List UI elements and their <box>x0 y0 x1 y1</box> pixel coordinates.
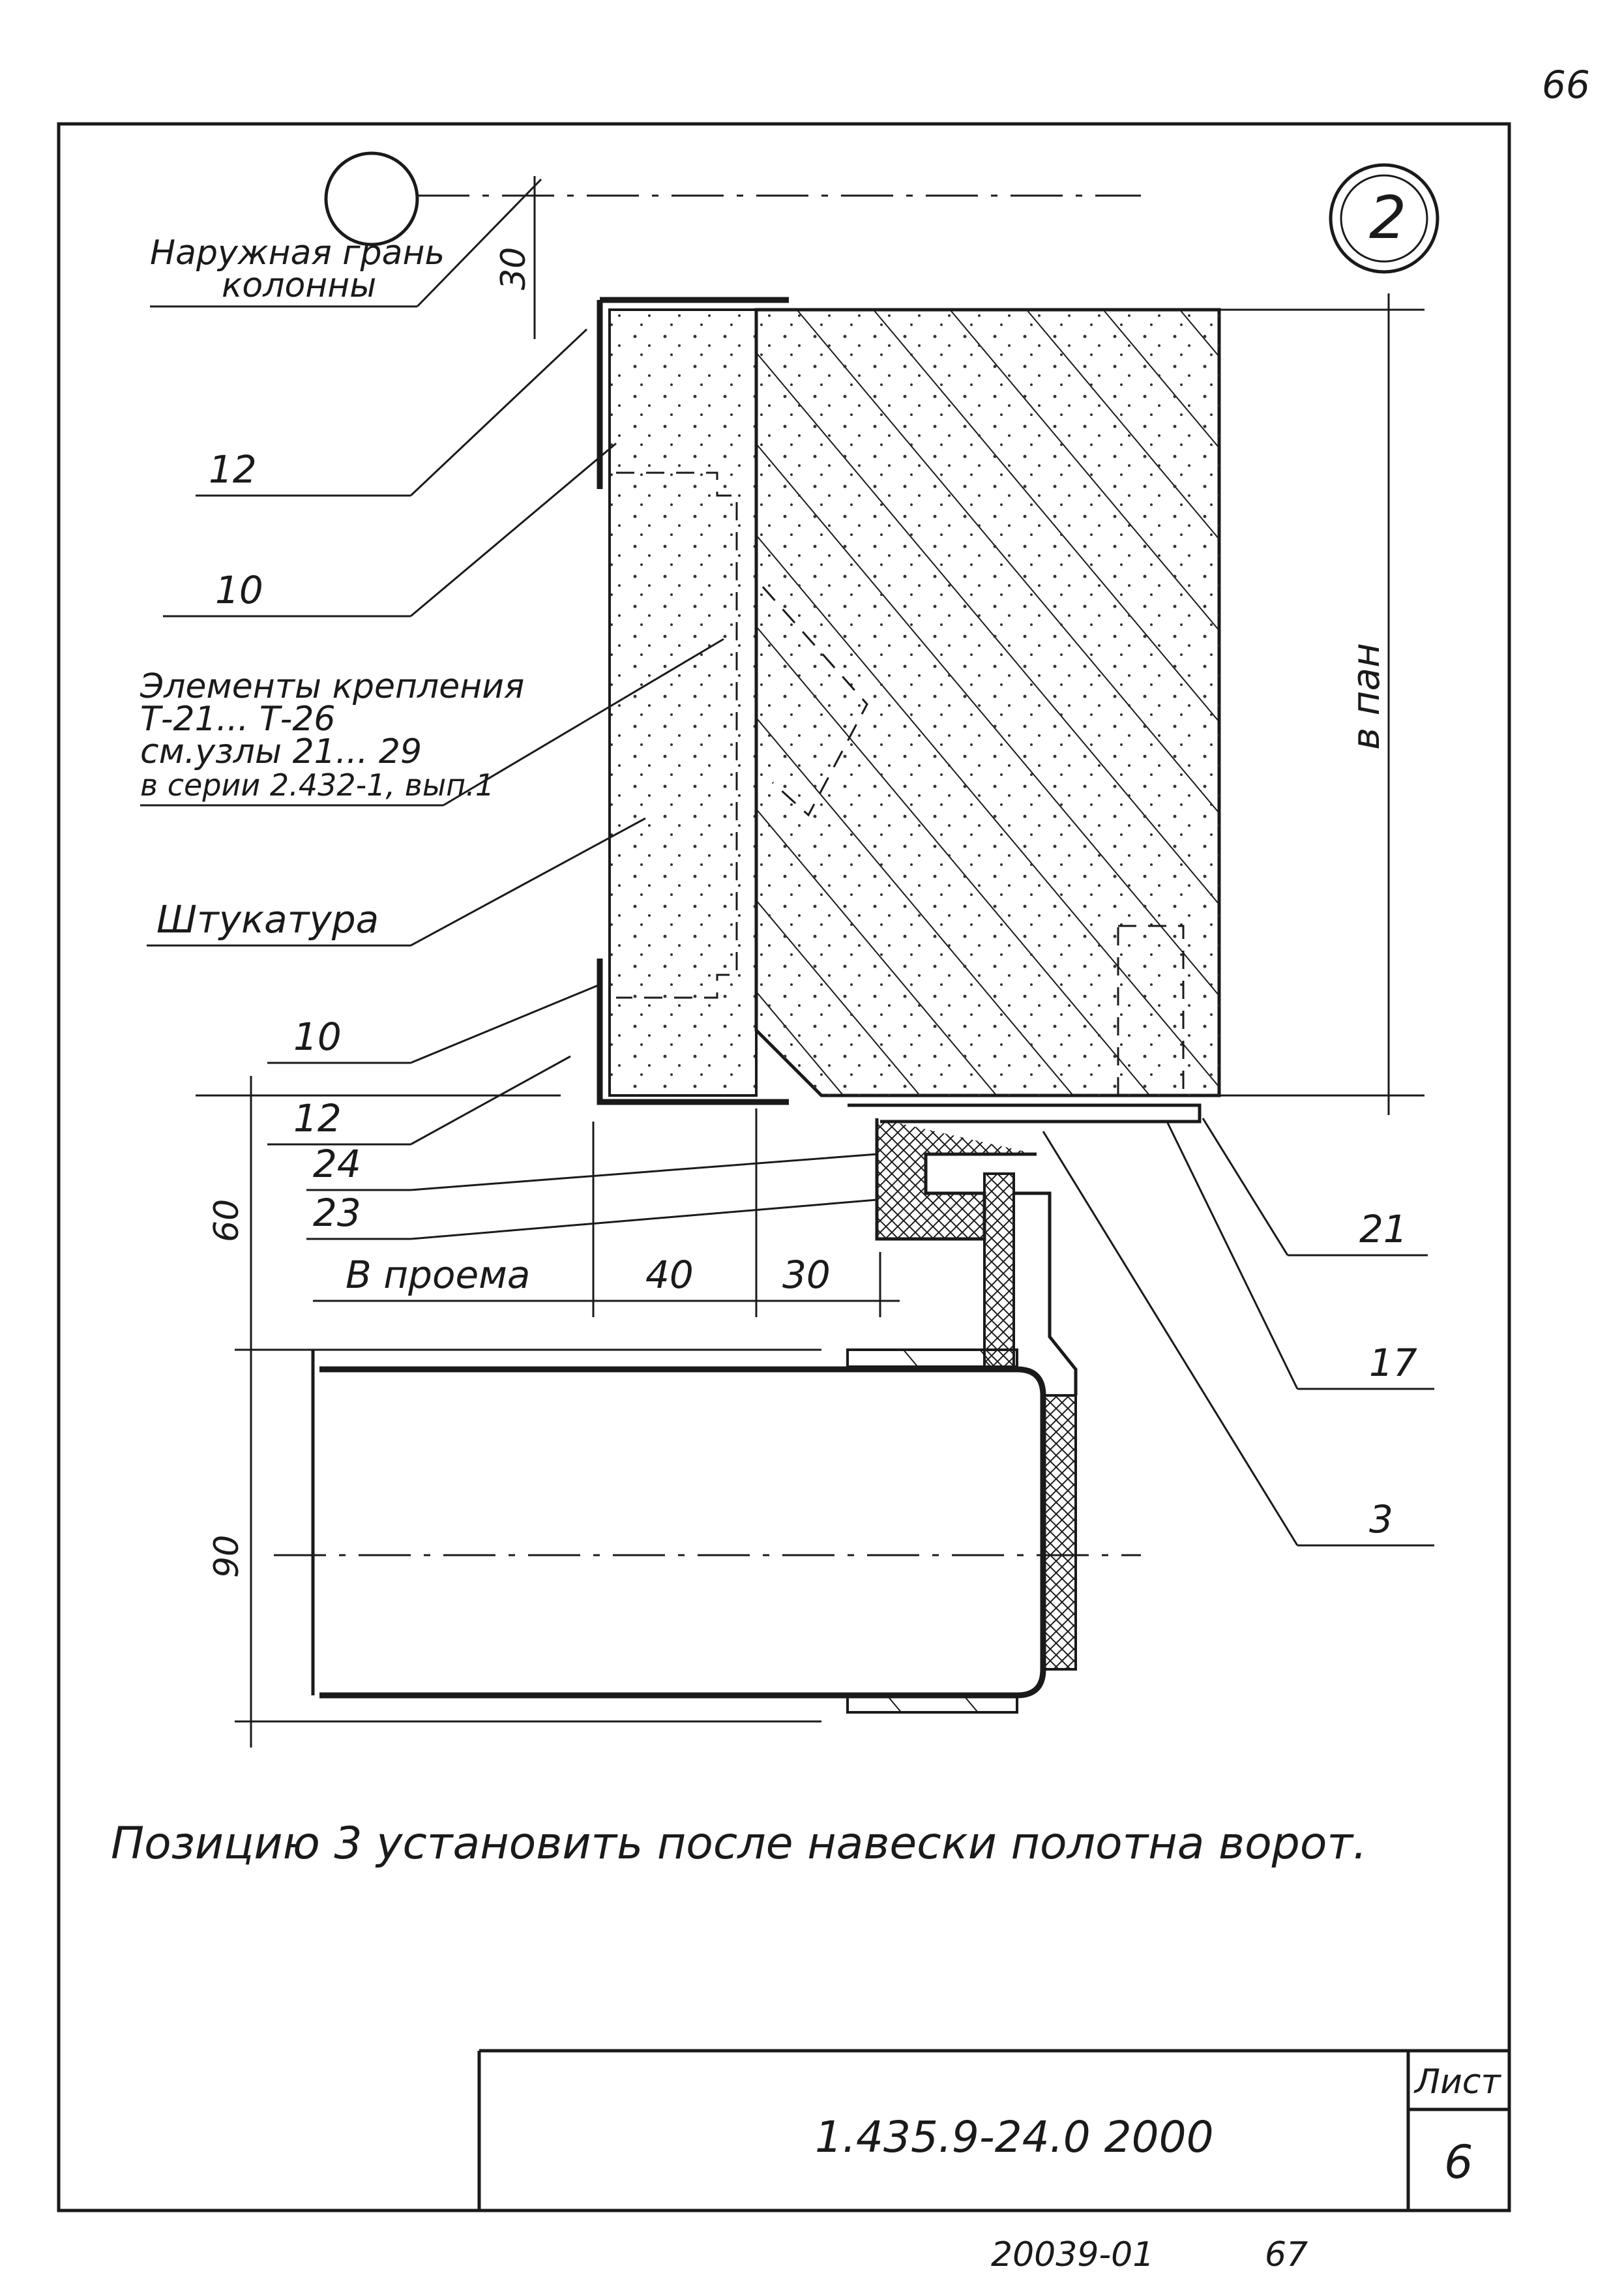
dim-30-bottom: 30 <box>782 1253 831 1297</box>
sheet-label: Лист <box>1413 2062 1501 2102</box>
pos-23: 23 <box>313 1191 361 1235</box>
dim-90: 90 <box>207 1535 246 1578</box>
node-marker: 2 <box>1329 163 1439 274</box>
plaster-layer <box>608 308 758 1097</box>
installation-note: Позицию 3 установить после навески полот… <box>111 1818 1367 1869</box>
label-outer-face-2: колонны <box>222 266 376 305</box>
node-number: 2 <box>1369 184 1406 252</box>
sheet-number: 6 <box>1444 2136 1473 2189</box>
label-b-opening: В проема <box>346 1253 530 1297</box>
dim-40: 40 <box>645 1253 694 1297</box>
pos-17: 17 <box>1369 1341 1417 1385</box>
seal-profiles <box>875 1118 1078 1395</box>
label-fastening-3: см.узлы 21... 29 <box>140 732 422 771</box>
steel-angle-bottom <box>597 959 789 1105</box>
pos-24: 24 <box>313 1142 361 1186</box>
label-plaster: Штукатура <box>156 897 379 942</box>
label-outer-face-1: Наружная грань <box>150 233 445 273</box>
label-fastening-1: Элементы крепления <box>140 667 524 706</box>
door-leaf <box>311 1348 1077 1714</box>
label-fastening-2: Т-21... Т-26 <box>140 700 336 739</box>
sheet-frame <box>57 122 1511 2212</box>
dim-30-top: 30 <box>494 247 533 290</box>
label-fastening-4: в серии 2.432-1, вып.1 <box>140 767 494 803</box>
column-axis-circle <box>324 151 419 246</box>
title-block: Лист 1.435.9-24.0 2000 6 <box>477 2049 1509 2210</box>
footer-number: 67 <box>1265 2235 1308 2274</box>
footer-code: 20039-01 <box>991 2235 1154 2274</box>
pos-12-bottom: 12 <box>293 1096 342 1140</box>
pos-12-top: 12 <box>209 447 257 492</box>
pos-21: 21 <box>1359 1207 1408 1251</box>
page-number: 66 <box>1542 63 1590 107</box>
pos-3: 3 <box>1369 1497 1393 1541</box>
dim-60: 60 <box>207 1199 246 1242</box>
embedded-element-dashed <box>616 471 738 999</box>
doc-code: 1.435.9-24.0 2000 <box>815 2112 1214 2162</box>
pos-10-top: 10 <box>215 568 263 612</box>
plate-21 <box>848 1103 1202 1124</box>
pos-10-bottom: 10 <box>293 1015 342 1059</box>
label-b-panel: в пан <box>1344 643 1388 750</box>
